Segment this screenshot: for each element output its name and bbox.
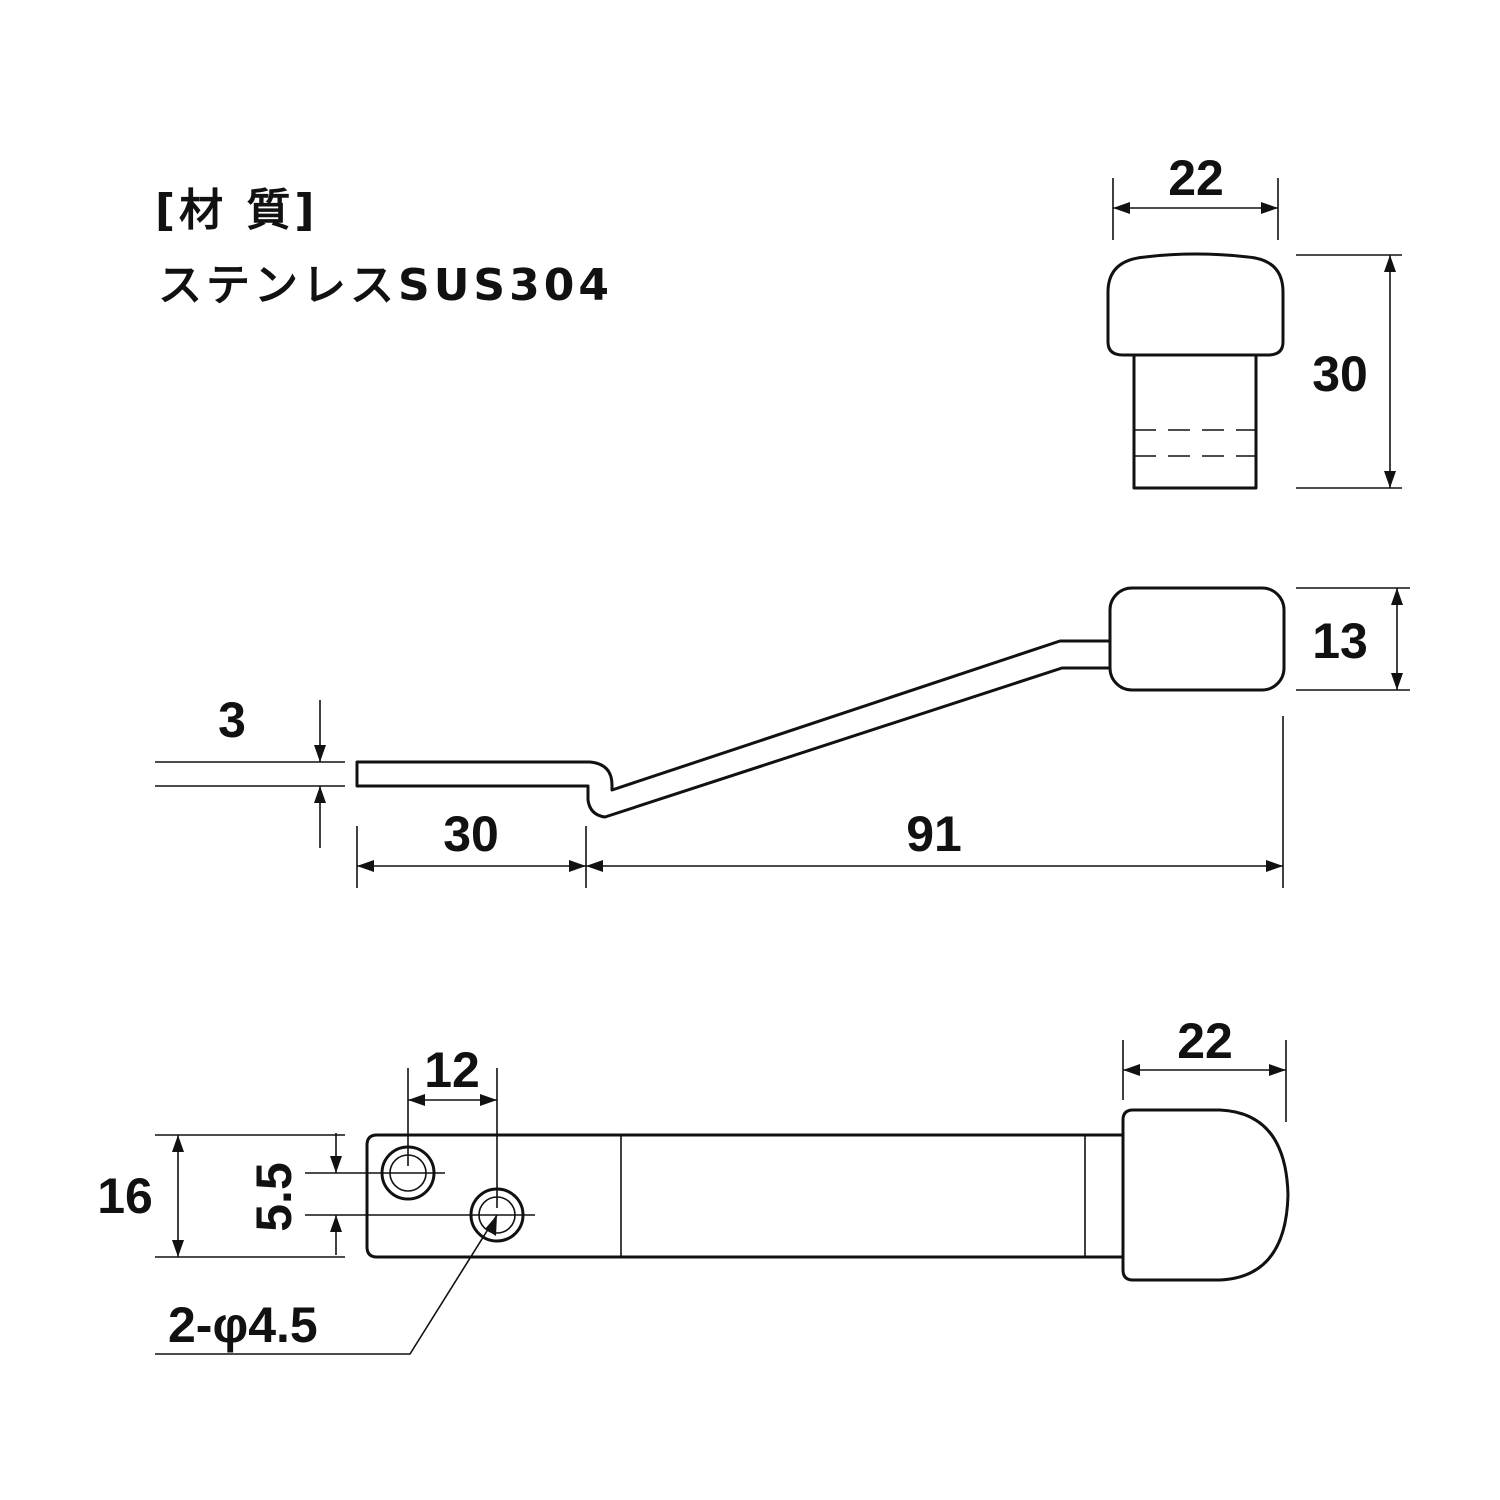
arrow-head: [314, 786, 326, 803]
hole-callout-label: 2-φ4.5: [168, 1297, 318, 1353]
side-view-thickness-label: 3: [218, 692, 246, 748]
material-heading: [材 質]: [155, 185, 319, 236]
arrow-head: [314, 745, 326, 762]
arrow-head: [357, 860, 374, 872]
side-view-thickness-dimension: 3: [155, 692, 345, 848]
arrow-head: [1384, 471, 1396, 488]
arrow-head: [1266, 860, 1283, 872]
end-view-height-label: 30: [1312, 346, 1368, 402]
hole-offset-dimension: 5.5: [246, 1133, 460, 1255]
top-view-plate: [365, 1133, 1125, 1259]
arrow-head: [1384, 255, 1396, 272]
arrow-head: [1113, 202, 1130, 214]
material-note: [材 質] ステンレスSUS304: [155, 185, 613, 311]
top-view: 12 5.5 16 22: [97, 1013, 1290, 1355]
side-view-knob-height-dimension: 13: [1296, 587, 1410, 691]
hole-pitch-label: 12: [424, 1042, 480, 1098]
side-view-lever: [355, 639, 1110, 819]
top-view-width-label: 16: [97, 1168, 153, 1224]
side-view: 3 30 91 13: [155, 586, 1410, 888]
end-view-knob: [1106, 252, 1285, 357]
arrow-head: [172, 1135, 184, 1152]
end-view: 22 30: [1106, 150, 1402, 490]
arrow-head: [330, 1215, 342, 1232]
end-view-shaft: [1132, 354, 1258, 490]
hole-offset-label: 5.5: [246, 1162, 302, 1232]
arrow-head: [1261, 202, 1278, 214]
arrow-head: [1269, 1064, 1286, 1076]
side-view-flat-length-label: 30: [443, 806, 499, 862]
side-view-length-dimensions: 30 91: [356, 716, 1284, 888]
side-view-knob-height-label: 13: [1312, 613, 1368, 669]
end-view-width-dimension: 22: [1112, 150, 1279, 240]
arrow-head: [480, 1094, 497, 1106]
side-view-knob: [1108, 586, 1286, 692]
top-view-knob-width-label: 22: [1177, 1013, 1233, 1069]
arrow-head: [408, 1094, 425, 1106]
side-view-offset-length-label: 91: [906, 806, 962, 862]
arrow-head: [1391, 588, 1403, 605]
top-view-width-dimension: 16: [97, 1134, 345, 1258]
top-view-knob-width-dimension: 22: [1122, 1013, 1287, 1122]
arrow-head: [1123, 1064, 1140, 1076]
material-value: ステンレスSUS304: [158, 260, 613, 311]
arrow-head: [569, 860, 586, 872]
hole-callout: 2-φ4.5: [155, 1214, 498, 1355]
arrow-head: [586, 860, 603, 872]
arrow-head: [330, 1156, 342, 1173]
top-view-knob: [1121, 1108, 1290, 1282]
hole-pitch-dimension: 12: [407, 1042, 498, 1208]
arrow-head: [172, 1240, 184, 1257]
arrow-head: [485, 1215, 497, 1236]
end-view-height-dimension: 30: [1296, 254, 1402, 489]
end-view-width-label: 22: [1168, 150, 1224, 206]
arrow-head: [1391, 673, 1403, 690]
